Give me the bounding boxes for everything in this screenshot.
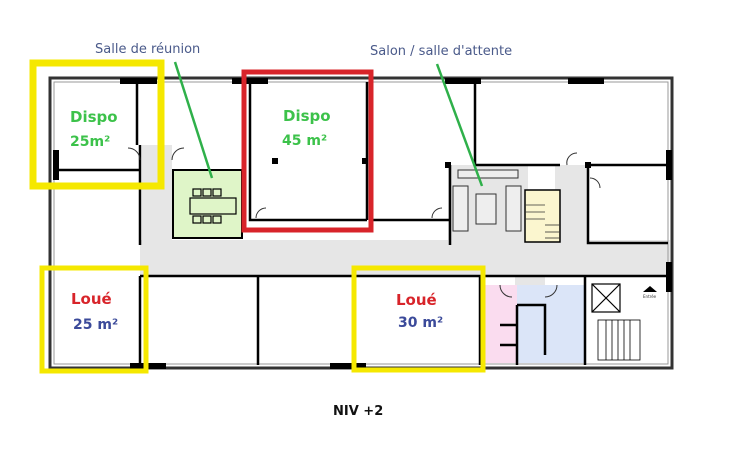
highlight-unit-loue-30[interactable] — [351, 265, 486, 373]
lounge-furniture-icon — [452, 169, 522, 232]
staircase — [524, 189, 561, 243]
callout-lounge: Salon / salle d'attente — [370, 44, 512, 59]
entrance-arrow-icon — [643, 286, 657, 292]
highlight-unit-dispo-45[interactable] — [241, 69, 374, 233]
unit-area: 25 m² — [73, 317, 118, 333]
unit-area: 30 m² — [398, 315, 443, 331]
stairwell-icon — [597, 319, 641, 361]
highlight-unit-dispo-25[interactable] — [29, 59, 165, 190]
corridor — [140, 240, 670, 276]
unit-status: Loué — [396, 291, 437, 309]
unit-area: 45 m² — [282, 133, 327, 149]
walls — [54, 82, 668, 365]
callout-line — [173, 61, 214, 179]
elevator-icon — [591, 283, 621, 313]
door-icons — [127, 147, 601, 298]
unit-area: 25m² — [70, 134, 110, 150]
callout-meeting-room: Salle de réunion — [95, 42, 200, 57]
unit-status: Dispo — [283, 107, 331, 125]
unit-status: Loué — [71, 290, 112, 308]
corridor-vertical — [142, 145, 172, 245]
entrance-label: Entrée — [643, 294, 657, 299]
highlight-unit-loue-25[interactable] — [39, 265, 149, 374]
level-label: NIV +2 — [333, 404, 383, 419]
callout-line — [435, 63, 484, 187]
meeting-table-icon — [189, 188, 237, 224]
unit-status: Dispo — [70, 108, 118, 126]
blue-room — [517, 285, 585, 363]
stairs-icon — [525, 204, 560, 239]
